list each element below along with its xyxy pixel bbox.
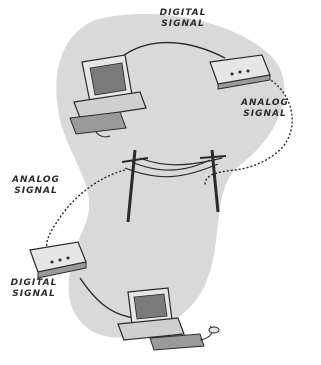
label-line: SIGNAL bbox=[4, 186, 68, 197]
label-line: DIGITAL bbox=[2, 278, 66, 289]
label-analog-signal-right: ANALOG SIGNAL bbox=[230, 98, 300, 120]
label-line: SIGNAL bbox=[148, 19, 218, 30]
label-line: SIGNAL bbox=[230, 109, 300, 120]
computer-bottom-icon bbox=[118, 288, 219, 350]
label-line: SIGNAL bbox=[2, 289, 66, 300]
label-line: DIGITAL bbox=[148, 8, 218, 19]
label-line: ANALOG bbox=[4, 175, 68, 186]
label-digital-signal-top: DIGITAL SIGNAL bbox=[148, 8, 218, 30]
label-line: ANALOG bbox=[230, 98, 300, 109]
label-analog-signal-left: ANALOG SIGNAL bbox=[4, 175, 68, 197]
label-digital-signal-bottom: DIGITAL SIGNAL bbox=[2, 278, 66, 300]
